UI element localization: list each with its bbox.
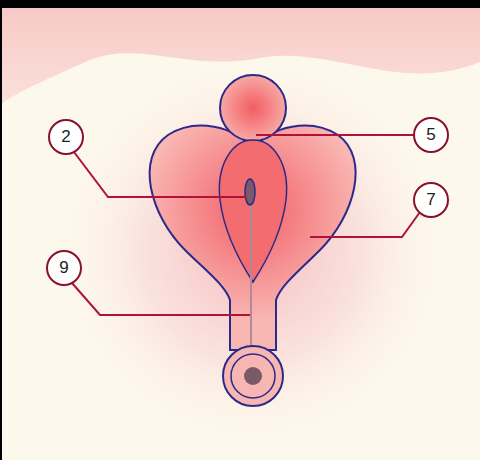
anus-ring	[231, 354, 275, 398]
callout-number: 7	[414, 183, 448, 217]
labia-minora	[219, 140, 286, 282]
anus	[244, 367, 262, 385]
callout-number: 2	[49, 120, 83, 154]
clitoral-hood	[220, 75, 286, 141]
frame-left	[0, 0, 2, 460]
callout-number: 5	[414, 118, 448, 152]
callout-number: 9	[47, 251, 81, 285]
callout-circles	[47, 118, 448, 285]
midline	[250, 200, 252, 355]
leader-lines	[72, 135, 420, 315]
frame-top	[0, 0, 480, 8]
anus-outer	[223, 346, 283, 406]
glow	[43, 40, 463, 460]
opening	[245, 179, 255, 205]
